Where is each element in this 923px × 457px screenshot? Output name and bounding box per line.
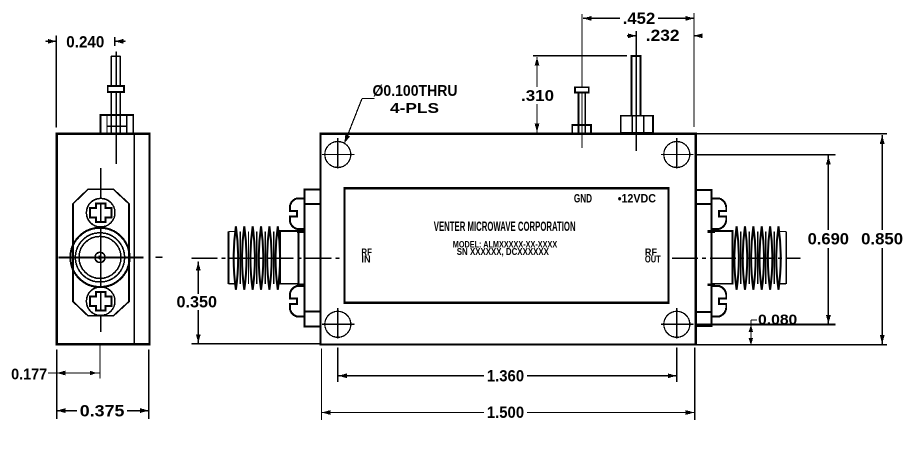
svg-text:0.350: 0.350 — [177, 293, 218, 312]
svg-text:OUT: OUT — [645, 255, 661, 266]
svg-text:0.850: 0.850 — [861, 230, 903, 249]
svg-text:RF: RF — [645, 248, 657, 259]
svg-text:0.177: 0.177 — [11, 367, 47, 384]
svg-text:1.500: 1.500 — [487, 403, 524, 422]
svg-text:0.690: 0.690 — [808, 230, 849, 249]
svg-text:.310: .310 — [521, 88, 554, 105]
svg-text:0.080: 0.080 — [758, 312, 797, 329]
svg-text:VENTER MICROWAVE CORPORATION: VENTER MICROWAVE CORPORATION — [434, 219, 576, 234]
svg-text:GND: GND — [574, 191, 592, 205]
svg-text:Ø0.100THRU: Ø0.100THRU — [373, 83, 458, 100]
svg-text:RF: RF — [361, 248, 372, 259]
svg-text:•12VDC: •12VDC — [618, 191, 657, 205]
svg-text:1.360: 1.360 — [487, 366, 524, 385]
svg-text:.452: .452 — [623, 9, 655, 28]
svg-text:IN: IN — [361, 255, 370, 266]
svg-text:MODEL: ALMXXXXX-XX-XXXX: MODEL: ALMXXXXX-XX-XXXX — [453, 239, 558, 250]
svg-text:SN XXXXXX, DCXXXXXX: SN XXXXXX, DCXXXXXX — [457, 247, 549, 258]
svg-text:.232: .232 — [646, 26, 680, 45]
svg-text:0.375: 0.375 — [80, 402, 125, 421]
svg-text:4-PLS: 4-PLS — [390, 101, 439, 117]
svg-text:0.240: 0.240 — [66, 33, 104, 52]
